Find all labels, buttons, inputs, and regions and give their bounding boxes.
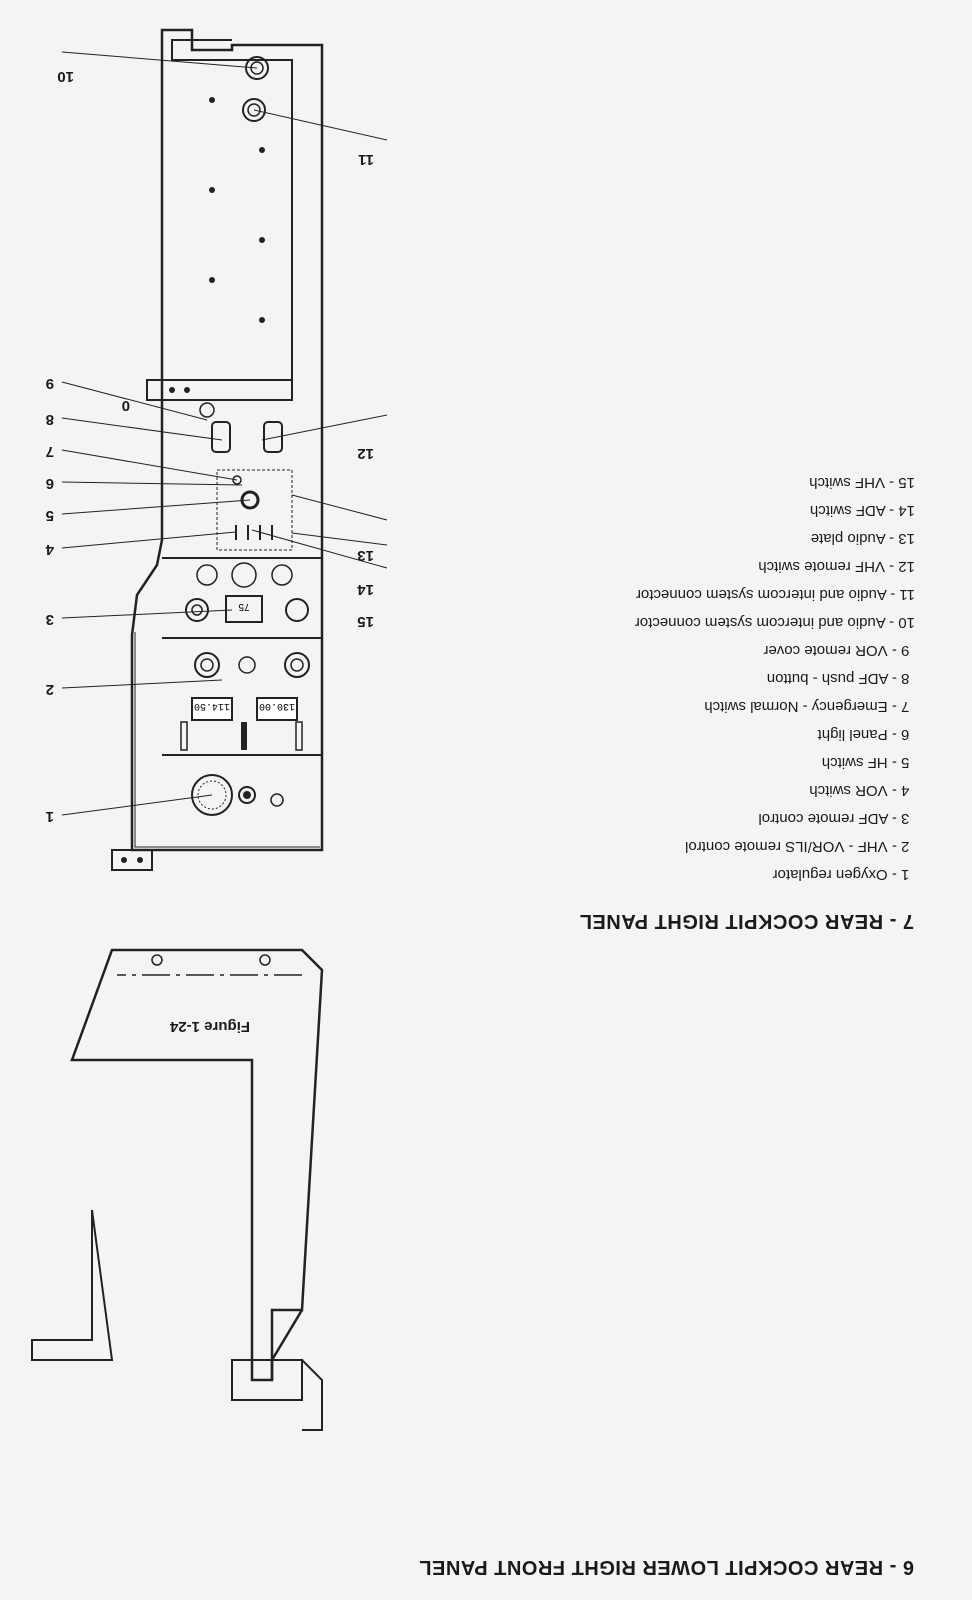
legend-item: 15 - VHF switch (809, 474, 915, 491)
legend-list: 1 - Oxygen regulator 2 - VHF - VOR/ILS r… (635, 468, 915, 888)
legend-item: 10 - Audio and intercom system connector (634, 614, 915, 631)
callout-5: 5 (45, 507, 54, 524)
panel-light (240, 490, 260, 510)
vor-frequency-window (191, 697, 233, 721)
callout-1: 1 (45, 808, 54, 825)
section-6-title: 6 - REAR COCKPIT LOWER RIGHT FRONT PANEL (418, 1556, 914, 1578)
callout-9: 9 (45, 375, 54, 392)
section-7-title: 7 - REAR COCKPIT RIGHT PANEL (579, 910, 914, 932)
callout-4: 4 (45, 541, 54, 558)
legend-item: 3 - ADF remote control (758, 810, 910, 827)
callout-14: 14 (357, 581, 374, 598)
right-panel-drawing: 130.00 114.50 75 (61, 28, 388, 871)
vhf-frequency-readout: 130.00 (259, 700, 295, 711)
callout-7: 7 (45, 443, 54, 460)
legend-item: 2 - VHF - VOR/ILS remote control (685, 838, 910, 855)
legend-item: 1 - Oxygen regulator (772, 866, 910, 883)
legend-item: 5 - HF switch (821, 754, 910, 771)
legend-item: 9 - VOR remote cover (763, 642, 910, 659)
callout-12: 12 (357, 445, 374, 462)
lower-front-panel-drawing (31, 948, 324, 1431)
vor-frequency-readout: 114.50 (194, 700, 230, 711)
legend-item: 6 - Panel light (817, 726, 910, 743)
callout-15: 15 (357, 613, 374, 630)
legend-item: 12 - VHF remote switch (758, 558, 915, 575)
adf-window (225, 595, 263, 623)
legend-item: 8 - ADF push - button (766, 670, 910, 687)
callout-2: 2 (45, 681, 54, 698)
callout-11: 11 (358, 151, 374, 168)
audio-connector-10 (245, 56, 269, 80)
oxygen-regulator-knob (191, 774, 233, 816)
figure-caption: Figure 1-24 (169, 1018, 250, 1035)
callout-0: 0 (121, 397, 130, 414)
callout-8: 8 (45, 411, 54, 428)
callout-3: 3 (45, 611, 54, 628)
adf-window-readout: 75 (238, 601, 250, 612)
callout-13: 13 (357, 547, 374, 564)
audio-connector-11 (242, 98, 266, 122)
legend-item: 7 - Emergency - Normal switch (704, 698, 910, 715)
vhf-frequency-window (256, 697, 298, 721)
callout-6: 6 (45, 475, 54, 492)
callout-10: 10 (57, 68, 74, 85)
legend-item: 14 - ADF switch (809, 502, 915, 519)
legend-item: 13 - Audio plate (810, 530, 915, 547)
legend-item: 11 - Audio and intercom system connector (635, 586, 915, 603)
legend-item: 4 - VOR switch (809, 782, 910, 799)
